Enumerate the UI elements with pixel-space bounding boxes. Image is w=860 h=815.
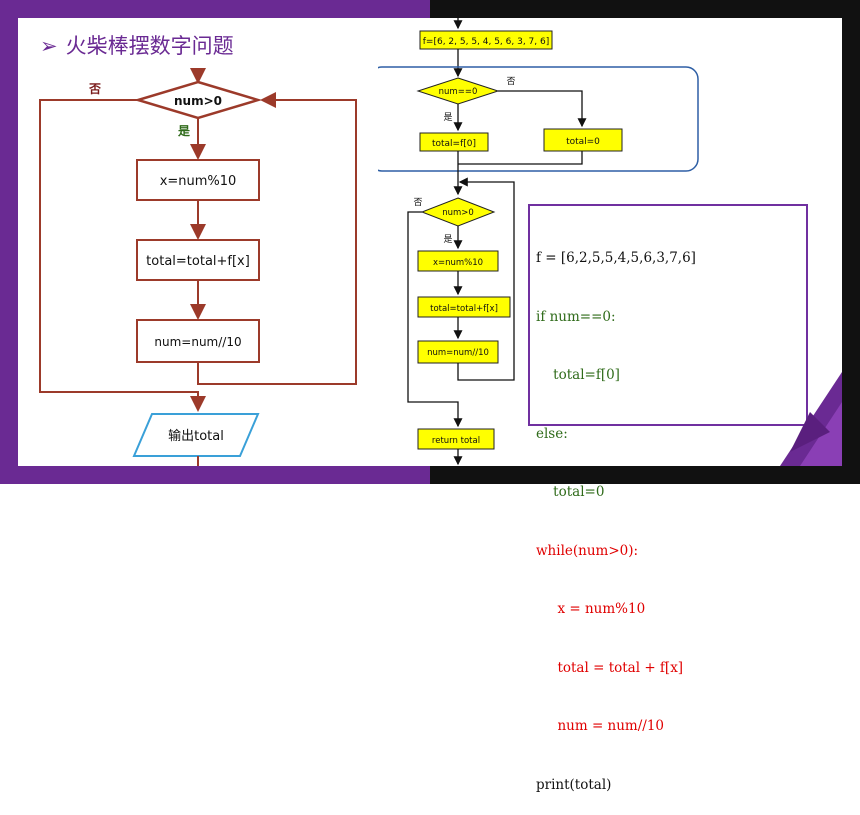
loop-step-1-label: x=num%10 (433, 258, 483, 268)
code-line: num = num//10 (536, 718, 665, 734)
return-label: return total (432, 436, 480, 446)
decorative-triangles (780, 372, 842, 466)
assign-zero-box (543, 128, 623, 152)
loop-back-line (197, 92, 357, 385)
bullet-arrow-icon: ➢ (40, 34, 58, 58)
code-block: f = [6,2,5,5,4,5,6,3,7,6] if num==0: tot… (528, 204, 808, 793)
frame-bottom (0, 466, 430, 484)
step-2-label: total=total+f[x] (146, 254, 250, 269)
code-line: if num==0: (536, 308, 616, 325)
cond1-label: num==0 (439, 87, 478, 97)
output-label: 输出total (168, 428, 224, 444)
left-flowchart: num>0 否 是 x=num%10 total=total+f[x] num=… (39, 68, 357, 466)
right-flowchart: f=[6, 2, 5, 5, 4, 5, 6, 3, 7, 6] num==0 … (378, 10, 699, 466)
decision-label: num>0 (174, 94, 222, 108)
step-1-label: x=num%10 (160, 174, 237, 189)
cond1-no-label: 否 (506, 76, 515, 87)
code-line: while(num>0): (536, 542, 639, 559)
no-label: 否 (88, 82, 101, 96)
cond1-yes-label: 是 (443, 112, 452, 123)
frame-right-dark (842, 0, 860, 484)
step-3-label: num=num//10 (154, 335, 241, 349)
code-line: else: (536, 425, 568, 442)
cond2-no-label: 否 (413, 197, 422, 208)
code-line: f = [6,2,5,5,4,5,6,3,7,6] (536, 250, 696, 266)
step-box-1 (136, 159, 260, 201)
loop-step-2-label: total=total+f[x] (430, 304, 498, 314)
loop-step-3-label: num=num//10 (427, 348, 489, 358)
assign-f0-label: total=f[0] (432, 139, 476, 149)
assign-zero-label: total=0 (566, 137, 600, 147)
code-line: print(total) (536, 776, 612, 793)
init-label: f=[6, 2, 5, 5, 4, 5, 6, 3, 7, 6] (423, 37, 550, 47)
yes-label: 是 (177, 124, 191, 138)
code-line: total=0 (536, 484, 605, 500)
frame-left (0, 0, 18, 484)
exit-line (39, 99, 206, 412)
frame-top-dark (430, 0, 860, 18)
init-box (419, 30, 553, 50)
assign-f0-box (419, 132, 489, 152)
cond2-label: num>0 (442, 208, 474, 218)
return-box (417, 428, 495, 450)
step-box-3 (136, 319, 260, 363)
cond2-yes-label: 是 (443, 234, 452, 245)
code-line: total=f[0] (536, 367, 620, 383)
code-line: total = total + f[x] (536, 659, 684, 676)
frame-bottom-dark (430, 466, 860, 484)
if-group-frame (378, 66, 699, 172)
loop-step-2-box (417, 296, 511, 318)
step-box-2 (136, 239, 260, 281)
code-line: x = num%10 (536, 601, 646, 617)
output-box (132, 413, 260, 457)
slide-title: ➢ 火柴棒摆数字问题 (40, 30, 234, 60)
slide-title-text: 火柴棒摆数字问题 (65, 34, 234, 58)
frame-top (0, 0, 430, 18)
